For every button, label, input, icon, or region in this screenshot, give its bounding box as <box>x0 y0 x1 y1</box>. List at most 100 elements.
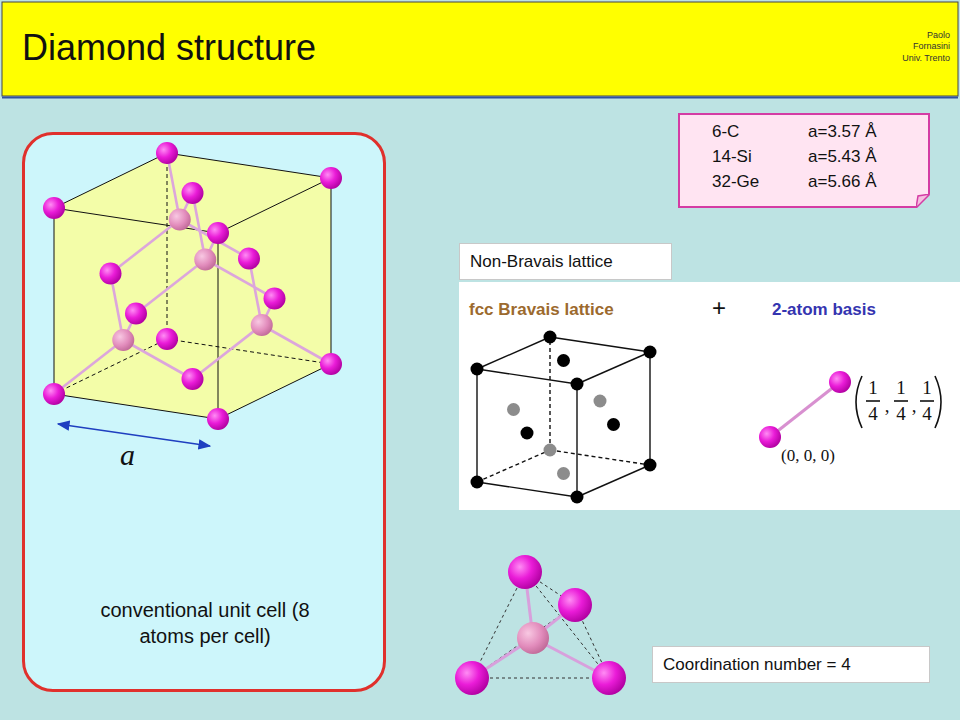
title-bar <box>2 2 958 96</box>
cube-edge <box>477 337 550 369</box>
slide-title: Diamond structure <box>22 27 316 69</box>
bond <box>136 260 205 314</box>
atom <box>169 209 191 231</box>
cube-edge <box>477 450 550 482</box>
atom <box>320 167 342 189</box>
lattice-point <box>571 491 584 504</box>
bond <box>123 340 192 379</box>
comma: , <box>885 395 890 417</box>
title-rule <box>2 97 958 99</box>
cube-edge <box>167 153 331 178</box>
node-text: a=5.43 Å <box>808 147 877 167</box>
cube-edge <box>476 369 477 482</box>
lattice-point <box>594 395 607 408</box>
atom <box>251 314 273 336</box>
node-text: fcc Bravais lattice <box>469 300 614 320</box>
atom <box>156 142 178 164</box>
bond <box>180 220 249 259</box>
lattice-point <box>607 418 620 431</box>
atom <box>43 197 65 219</box>
unit-cell-panel: conventional unit cell (8 atoms per cell… <box>22 132 386 692</box>
comma: , <box>912 395 917 417</box>
node-text: + <box>712 294 726 322</box>
cube-edge <box>549 337 550 450</box>
atom <box>112 329 134 351</box>
lattice-constant-note: 6-C a=3.57 Å 14-Si a=5.43 Å 32-Ge a=5.66 Å <box>678 113 930 208</box>
bond <box>111 220 180 274</box>
dimension-label: a <box>120 438 135 472</box>
cube-edge <box>577 352 650 384</box>
cube-edge <box>218 364 331 419</box>
fraction-digit: 1 <box>868 377 878 399</box>
bond <box>262 325 331 364</box>
atom <box>125 303 147 325</box>
coordinate-label: (0, 0, 0) <box>781 446 835 466</box>
atom <box>43 383 65 405</box>
fold-cut <box>916 194 930 208</box>
node-text: a=3.57 Å <box>808 122 877 142</box>
fraction-brackets <box>856 376 941 428</box>
cube-edge <box>577 465 650 497</box>
cube-edge <box>218 233 219 419</box>
cube-edge <box>550 450 650 465</box>
panel-fill <box>24 134 385 691</box>
bond <box>205 260 274 299</box>
band-fill <box>459 282 960 510</box>
fraction-digit: 4 <box>896 403 906 425</box>
cube-edge <box>54 208 55 394</box>
author-note: Paolo Fornasini Univ. Trento <box>892 30 950 64</box>
lattice-point <box>507 403 520 416</box>
lattice-point <box>644 459 657 472</box>
cube-edge <box>576 384 577 497</box>
cube-edge <box>331 178 332 364</box>
page-fold <box>916 194 930 208</box>
cube-edge <box>54 339 167 394</box>
node-text: Non-Bravais lattice <box>470 252 613 272</box>
node-text: conventional unit cell (8 atoms per cell… <box>85 597 325 649</box>
fraction-digit: 4 <box>868 403 878 425</box>
tetrahedron <box>455 555 626 695</box>
diamond-cell <box>43 142 342 430</box>
label-box: Coordination number = 4 <box>652 646 930 683</box>
fraction-digit: 1 <box>896 377 906 399</box>
atom <box>207 408 229 430</box>
atom <box>194 249 216 271</box>
bond <box>54 340 123 394</box>
node-text: 32-Ge <box>712 172 759 192</box>
cube-edge <box>54 208 218 233</box>
fraction-digit: 1 <box>922 377 932 399</box>
node-text: 2-atom basis <box>772 300 876 320</box>
bond-lines <box>54 153 331 394</box>
cube-edge <box>54 394 218 419</box>
cube-edge <box>54 153 167 208</box>
lattice-point <box>571 378 584 391</box>
node-text: a=5.66 Å <box>808 172 877 192</box>
fold-flap <box>916 194 930 208</box>
lattice-point <box>471 476 484 489</box>
cube-edge <box>477 482 577 497</box>
node-text: Coordination number = 4 <box>663 655 851 675</box>
atom <box>182 182 204 204</box>
cube-edge <box>477 369 577 384</box>
atom <box>207 222 229 244</box>
lattice-point <box>557 354 570 367</box>
node-text: 14-Si <box>712 147 752 167</box>
lattice-point <box>544 331 557 344</box>
label-box: Non-Bravais lattice <box>459 243 672 280</box>
cube-edge <box>550 337 650 352</box>
cube-faces <box>54 153 331 419</box>
lattice-point <box>544 444 557 457</box>
node-text: 6-C <box>712 122 739 142</box>
cube-edge <box>218 178 331 233</box>
fraction-digit: 4 <box>922 403 932 425</box>
lattice-point <box>644 346 657 359</box>
cube-edge <box>167 153 168 339</box>
bond <box>193 325 262 379</box>
atom <box>320 353 342 375</box>
atom <box>238 248 260 270</box>
lattice-point <box>521 427 534 440</box>
atom <box>100 263 122 285</box>
lattice-point <box>557 467 570 480</box>
fcc-cube <box>471 331 657 504</box>
